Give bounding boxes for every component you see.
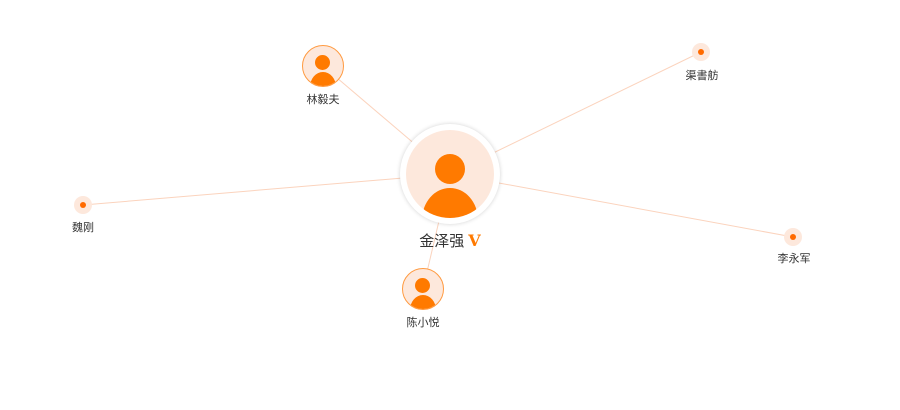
node-label-weigang: 魏刚: [72, 221, 94, 234]
node-label-linyifu: 林毅夫: [306, 93, 340, 106]
person-icon-head: [415, 278, 430, 293]
node-chenxiaoyue[interactable]: [402, 268, 444, 310]
person-icon-body: [310, 72, 336, 86]
node-label-liyongjun: 李永军: [777, 252, 811, 265]
node-weigang[interactable]: [74, 196, 92, 214]
node-linyifu[interactable]: [302, 45, 344, 87]
edge-liyongjun: [449, 173, 794, 238]
node-label-quwufang: 渠書舫: [685, 69, 719, 82]
person-icon-head: [315, 55, 330, 70]
center-node-avatar[interactable]: [406, 130, 494, 218]
dot-icon: [698, 49, 704, 55]
node-quwufang[interactable]: [692, 43, 710, 61]
person-icon-head: [435, 154, 465, 184]
vip-badge-icon: V: [468, 231, 481, 250]
person-icon-body: [422, 188, 478, 218]
center-node-name: 金泽强: [419, 232, 465, 250]
node-label-chenxiaoyue: 陈小悦: [406, 316, 440, 329]
edge-weigang: [82, 173, 451, 206]
dot-icon: [790, 234, 796, 240]
dot-icon: [80, 202, 86, 208]
node-liyongjun[interactable]: [784, 228, 802, 246]
person-icon-body: [410, 295, 436, 309]
